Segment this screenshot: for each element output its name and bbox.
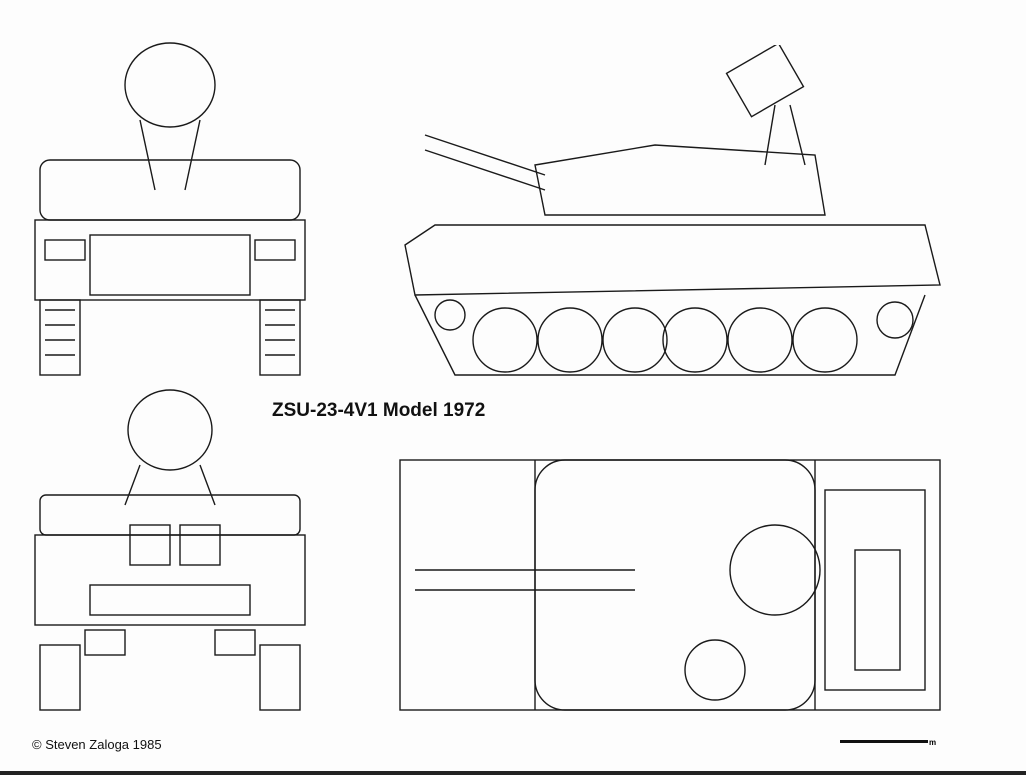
copyright-credit: © Steven Zaloga 1985: [32, 737, 162, 752]
side-view-drawing: [404, 45, 941, 376]
rear-view-drawing: [34, 389, 306, 711]
scale-unit-label: m: [929, 738, 937, 747]
top-view-drawing: [399, 459, 941, 711]
scale-bar: [840, 740, 928, 743]
bottom-border: [0, 771, 1026, 775]
drawing-title: ZSU-23-4V1 Model 1972: [272, 400, 486, 421]
front-view-drawing: [34, 42, 306, 376]
